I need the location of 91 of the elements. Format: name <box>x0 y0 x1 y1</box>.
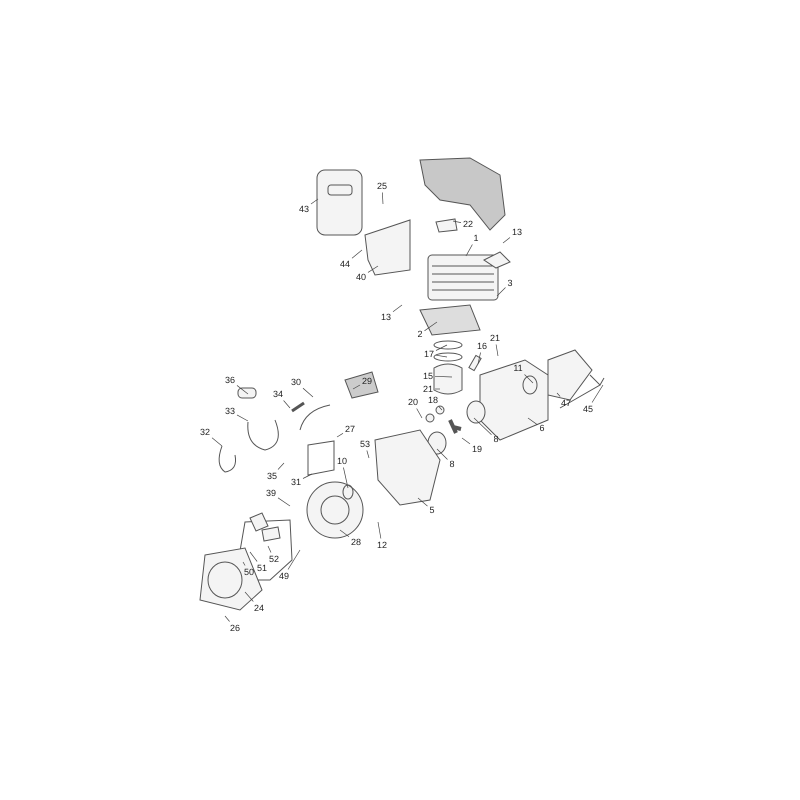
leader-line <box>392 304 402 312</box>
leader-line <box>436 448 448 460</box>
leader-line <box>242 562 246 566</box>
leader-line <box>496 287 506 296</box>
callout-number: 33 <box>223 404 237 418</box>
leader-line <box>366 450 370 458</box>
leader-line <box>340 530 350 538</box>
leader-line <box>288 550 300 570</box>
callout-number: 36 <box>223 374 237 386</box>
leader-line <box>462 438 470 444</box>
callout-number: 45 <box>581 402 595 416</box>
callout-number: 18 <box>426 394 440 406</box>
callout-number: 15 <box>421 370 435 382</box>
leader-line <box>250 552 258 562</box>
leader-line <box>283 400 290 408</box>
callout-number: 13 <box>379 310 393 324</box>
leader-line <box>502 237 510 244</box>
callout-number: 1 <box>472 232 480 244</box>
callout-number: 13 <box>510 226 524 238</box>
callout-number: 43 <box>297 202 311 216</box>
callout-number: 47 <box>559 396 573 410</box>
leader-line <box>382 192 384 204</box>
leader-line <box>302 388 314 398</box>
leader-line <box>592 384 604 403</box>
leader-line <box>278 497 290 506</box>
callout-number: 19 <box>470 442 484 456</box>
leader-line <box>528 418 538 426</box>
callout-number: 39 <box>264 486 278 500</box>
callout-number: 21 <box>421 382 435 396</box>
leader-line <box>434 388 440 390</box>
callout-number: 8 <box>492 432 500 446</box>
callout-number: 30 <box>289 376 303 388</box>
leader-line <box>302 474 312 479</box>
callout-number: 2 <box>416 328 424 340</box>
leader-line <box>212 437 222 446</box>
leader-line <box>474 418 492 436</box>
callout-number: 24 <box>252 602 266 614</box>
leader-line <box>434 376 452 378</box>
callout-number: 25 <box>375 180 389 192</box>
leader-line <box>436 344 448 351</box>
leader-line <box>466 244 473 256</box>
callout-number: 40 <box>354 270 368 284</box>
callout-number: 31 <box>289 476 303 488</box>
callout-number: 20 <box>406 396 420 408</box>
callout-number: 27 <box>343 422 357 436</box>
callout-number: 5 <box>428 504 436 516</box>
leader-line <box>524 374 534 384</box>
callout-number: 53 <box>358 438 372 450</box>
leader-line <box>236 385 248 394</box>
leader-line <box>236 414 248 422</box>
leader-line <box>556 392 560 397</box>
leader-line <box>244 592 254 602</box>
callout-number: 32 <box>198 426 212 438</box>
leader-line <box>224 616 230 622</box>
callout-number: 44 <box>338 258 352 270</box>
leader-line <box>478 352 481 364</box>
leader-line <box>378 522 382 539</box>
leader-line <box>336 432 344 438</box>
leader-line <box>424 322 438 332</box>
leader-line <box>368 266 378 273</box>
callout-number: 50 <box>242 566 256 578</box>
callout-number: 3 <box>506 276 514 290</box>
callout-number: 51 <box>255 562 269 574</box>
callout-number: 8 <box>448 458 456 470</box>
callout-number: 26 <box>228 622 242 634</box>
callout-number: 28 <box>349 536 363 548</box>
callout-number: 49 <box>277 570 291 582</box>
leader-line <box>310 198 318 204</box>
callout-number: 16 <box>475 340 489 352</box>
leader-line <box>418 498 428 506</box>
leader-line <box>343 467 348 488</box>
callout-number: 10 <box>335 454 349 468</box>
callout-number: 12 <box>375 538 389 552</box>
leader-line <box>438 406 442 410</box>
callout-number: 35 <box>265 470 279 482</box>
callout-number: 21 <box>488 332 502 344</box>
callout-number: 11 <box>511 362 525 374</box>
callout-number: 29 <box>360 374 374 388</box>
callout-number: 34 <box>271 388 285 400</box>
callout-number: 17 <box>422 348 436 360</box>
leader-line <box>278 462 284 470</box>
callout-number: 52 <box>267 552 281 566</box>
leader-line <box>496 344 498 356</box>
leader-line <box>268 546 272 553</box>
leader-line <box>452 220 462 223</box>
leader-line <box>352 250 362 259</box>
leader-line <box>352 384 360 390</box>
callout-number: 6 <box>538 422 546 434</box>
callout-number: 22 <box>461 218 475 230</box>
leader-line <box>416 408 422 418</box>
leader-line <box>436 354 448 358</box>
